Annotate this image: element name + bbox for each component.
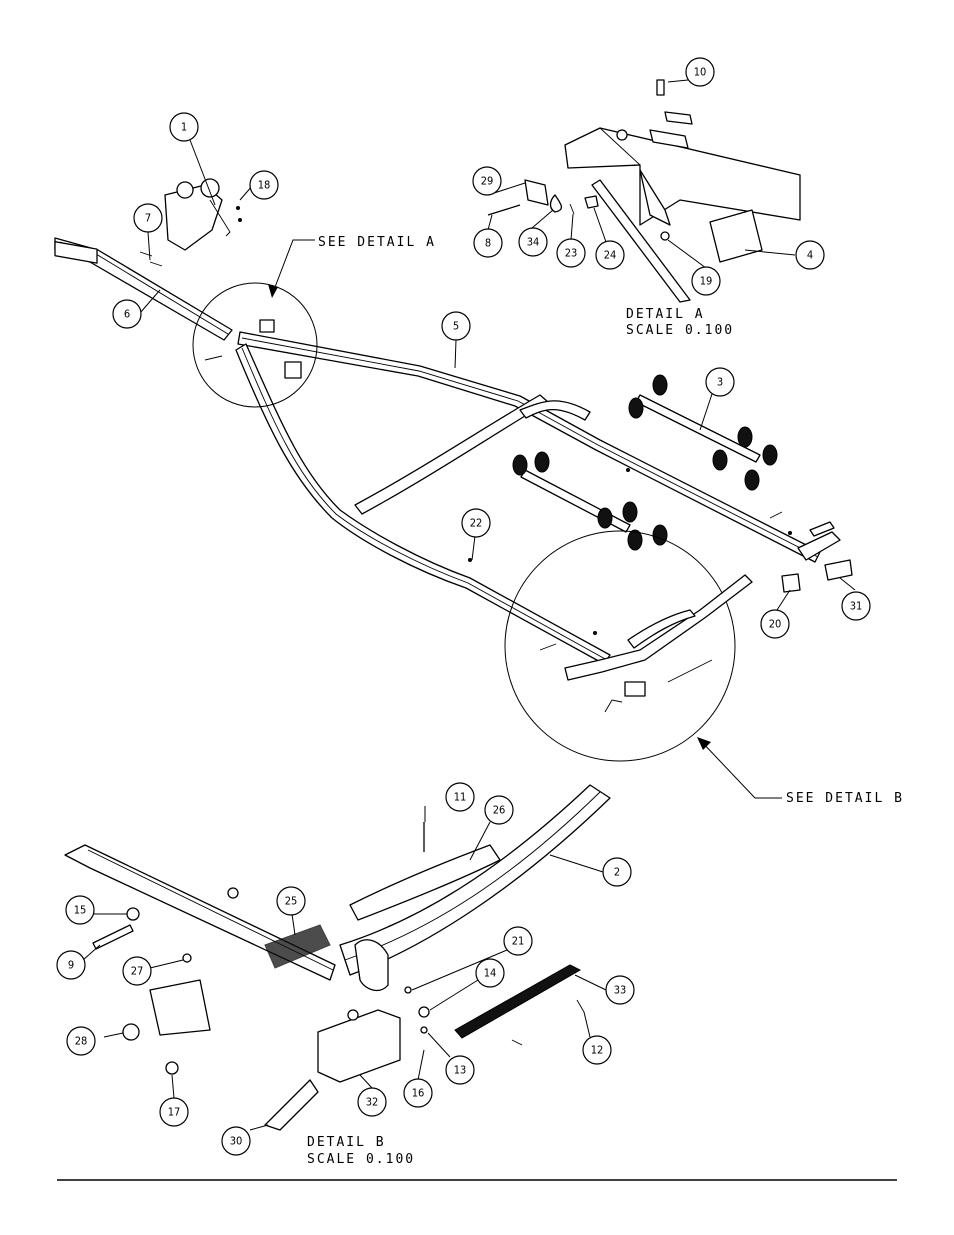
- detail-b-circle: [504, 530, 753, 762]
- callout-3-label: 3: [717, 376, 723, 389]
- callout-18-label: 18: [258, 179, 271, 192]
- callout-31-label: 31: [850, 600, 863, 613]
- callout-23: 23: [556, 238, 586, 268]
- callout-2-label: 2: [614, 866, 620, 879]
- callout-15-label: 15: [74, 904, 87, 917]
- callout-19-label: 19: [700, 275, 713, 288]
- callout-21: 21: [503, 926, 533, 956]
- callout-9: 9: [56, 950, 86, 980]
- callout-5-label: 5: [453, 320, 459, 333]
- callout-10: 10: [685, 57, 715, 87]
- callout-4-label: 4: [807, 249, 813, 262]
- callout-4: 4: [795, 240, 825, 270]
- detail-a-circle: [192, 282, 318, 408]
- callout-5: 5: [441, 311, 471, 341]
- callout-22-label: 22: [470, 517, 483, 530]
- callout-27-label: 27: [131, 965, 144, 978]
- callout-22: 22: [461, 508, 491, 538]
- callout-8-label: 8: [485, 237, 491, 250]
- callout-bubbles: 1 2 3 4 5 6 7 8 9 10 11 12 13 14 15 16 1…: [56, 57, 871, 1156]
- callout-9-label: 9: [68, 959, 74, 972]
- detail-b-view: [64, 784, 611, 1131]
- callout-33: 33: [605, 975, 635, 1005]
- callout-1-label: 1: [181, 121, 187, 134]
- callout-32: 32: [357, 1087, 387, 1117]
- callout-14: 14: [475, 958, 505, 988]
- callout-28-label: 28: [75, 1035, 88, 1048]
- callout-20: 20: [760, 609, 790, 639]
- rear-parts: [769, 511, 853, 593]
- callout-7: 7: [133, 203, 163, 233]
- callout-17: 17: [159, 1097, 189, 1127]
- callout-24-label: 24: [604, 249, 617, 262]
- callout-6-label: 6: [124, 308, 130, 321]
- callout-12-label: 12: [591, 1044, 604, 1057]
- callout-30: 30: [221, 1126, 251, 1156]
- callout-18: 18: [249, 170, 279, 200]
- callout-3: 3: [705, 367, 735, 397]
- callout-1: 1: [169, 112, 199, 142]
- callout-12: 12: [582, 1035, 612, 1065]
- see-detail-b-note: SEE DETAIL B: [786, 791, 904, 806]
- callout-25-label: 25: [285, 895, 298, 908]
- callout-26-label: 26: [493, 804, 506, 817]
- callout-14-label: 14: [484, 967, 497, 980]
- callout-23-label: 23: [565, 247, 578, 260]
- callout-10-label: 10: [694, 66, 707, 79]
- pins: [139, 251, 163, 267]
- notes: SEE DETAIL A SEE DETAIL B DETAIL A SCALE…: [307, 235, 904, 1167]
- callout-28: 28: [66, 1026, 96, 1056]
- detail-a-title: DETAIL A: [626, 307, 705, 322]
- callout-19: 19: [691, 266, 721, 296]
- callout-17-label: 17: [168, 1106, 181, 1119]
- callout-13-label: 13: [454, 1064, 467, 1077]
- callout-29: 29: [472, 166, 502, 196]
- roller-assembly-center: [512, 451, 668, 551]
- roller-assembly-3: [628, 374, 778, 491]
- detail-b-scale: SCALE 0.100: [307, 1152, 415, 1167]
- callout-16-label: 16: [412, 1087, 425, 1100]
- detail-b-title: DETAIL B: [307, 1135, 386, 1150]
- callout-16: 16: [403, 1078, 433, 1108]
- callout-8: 8: [473, 228, 503, 258]
- callout-24: 24: [595, 240, 625, 270]
- callout-20-label: 20: [769, 618, 782, 631]
- callout-2: 2: [602, 857, 632, 887]
- callout-26: 26: [484, 795, 514, 825]
- callout-29-label: 29: [481, 175, 494, 188]
- detail-a-scale: SCALE 0.100: [626, 323, 734, 338]
- callout-13: 13: [445, 1055, 475, 1085]
- callout-15: 15: [65, 895, 95, 925]
- callout-11: 11: [445, 782, 475, 812]
- detail-a-view: [487, 79, 801, 303]
- callout-34: 34: [518, 227, 548, 257]
- see-detail-a-note: SEE DETAIL A: [318, 235, 436, 250]
- callout-27: 27: [122, 956, 152, 986]
- callout-33-label: 33: [614, 984, 627, 997]
- callout-21-label: 21: [512, 935, 525, 948]
- callout-25: 25: [276, 886, 306, 916]
- winch-assembly: [164, 178, 242, 251]
- callout-32-label: 32: [366, 1096, 379, 1109]
- callout-34-label: 34: [527, 236, 540, 249]
- callout-6: 6: [112, 299, 142, 329]
- callout-31: 31: [841, 591, 871, 621]
- main-frame: [54, 237, 841, 665]
- callout-30-label: 30: [230, 1135, 243, 1148]
- callout-11-label: 11: [454, 791, 467, 804]
- callout-7-label: 7: [145, 212, 151, 225]
